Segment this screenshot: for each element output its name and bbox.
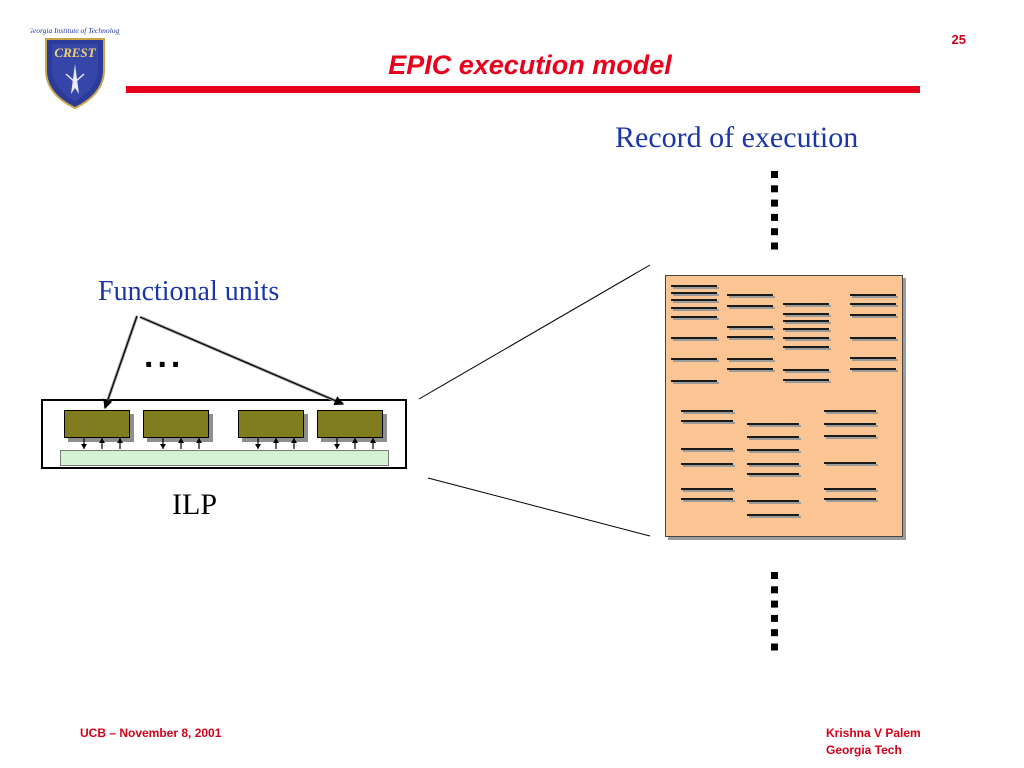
slide-title: EPIC execution model [388,50,672,80]
continuation-dot [771,242,778,250]
register-bus [60,450,389,466]
logo-wordmark: CREST [54,45,96,60]
functional-units-label: Functional units [98,276,280,307]
footer-author: Krishna V Palem [826,726,921,740]
title-rule [126,86,920,93]
continuation-dot [771,213,778,221]
functional-unit-3 [238,410,304,438]
functional-units-pointers [103,315,345,410]
continuation-dot [771,586,778,594]
footer-affiliation: Georgia Tech [826,743,902,757]
record-of-execution-box [665,275,903,537]
zoom-connector-lines [418,264,651,537]
logo-caption: Georgia Institute of Technology [30,26,120,35]
record-continuation-dots-top [771,171,778,250]
ilp-label: ILP [172,488,217,521]
continuation-dot [771,228,778,236]
functional-unit-4 [317,410,383,438]
functional-unit-2 [143,410,209,438]
functional-unit-1 [64,410,130,438]
continuation-dot [771,572,778,579]
units-ellipsis: ... [144,337,184,375]
continuation-dot [771,171,778,178]
slide-number: 25 [951,32,966,47]
continuation-dot [771,199,778,207]
crest-shield-icon: Georgia Institute of Technology CREST [27,26,123,110]
continuation-dot [771,629,778,637]
footer-date: UCB – November 8, 2001 [80,726,222,740]
crest-logo: Georgia Institute of Technology CREST [27,24,123,110]
continuation-dot [771,600,778,608]
continuation-dot [771,614,778,622]
record-continuation-dots-bottom [771,572,778,651]
continuation-dot [771,643,778,651]
continuation-dot [771,185,778,193]
record-of-execution-label: Record of execution [615,121,859,154]
